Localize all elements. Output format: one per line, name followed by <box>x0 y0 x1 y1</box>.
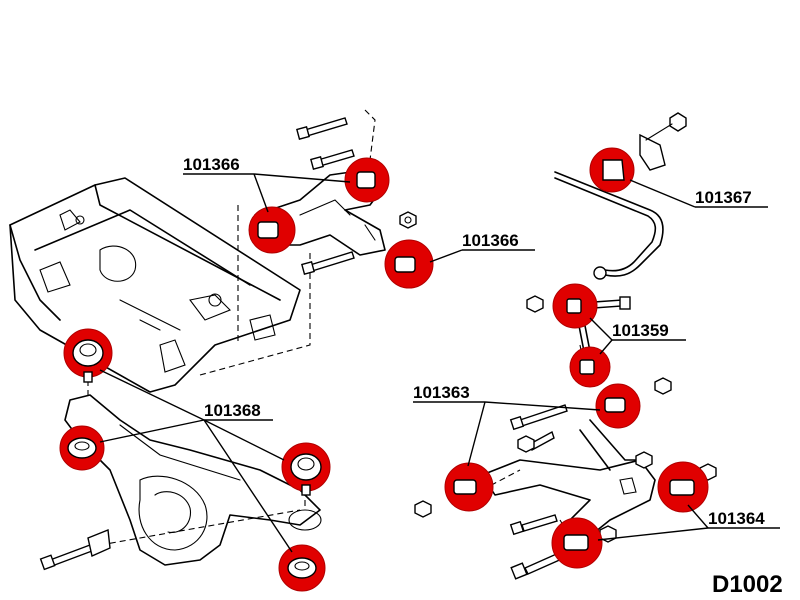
bushing-101368-d <box>278 544 326 592</box>
bushing-101366-c <box>384 239 434 289</box>
bushing-101368-c <box>281 442 331 496</box>
diff-bolt <box>39 529 111 571</box>
bushing-101368-a <box>63 328 113 383</box>
bushing-101363-b <box>444 462 494 512</box>
diagram-code: D1002 <box>712 571 783 598</box>
lower-control-arm <box>481 419 656 541</box>
bushing-101363-a <box>595 383 641 429</box>
bushing-101359-a <box>552 283 598 329</box>
bushing-101364-a <box>657 461 709 513</box>
part-label-101367: 101367 <box>695 188 752 207</box>
stabilizer-bar <box>554 171 664 280</box>
part-label-101366-right: 101366 <box>462 231 519 250</box>
part-label-101359: 101359 <box>612 321 669 340</box>
bushing-101359-b <box>569 346 611 388</box>
assembly-guide-lines <box>87 109 584 546</box>
part-label-101364: 101364 <box>708 509 765 528</box>
bolt-top-3 <box>301 251 355 275</box>
bushing-101366-b <box>248 206 296 254</box>
part-label-101366-top: 101366 <box>183 155 240 174</box>
stabilizer-bracket <box>639 112 687 171</box>
nut-top <box>399 211 417 229</box>
bushing-101364-b <box>551 517 603 569</box>
part-label-101363: 101363 <box>413 383 470 402</box>
bolt-top-1 <box>296 117 348 140</box>
bushing-101368-b <box>59 425 105 471</box>
bolt-top-2 <box>310 149 355 170</box>
upper-arm-bracket <box>254 169 386 256</box>
bushing-101366-a <box>344 157 390 203</box>
part-label-101368: 101368 <box>204 401 261 420</box>
rear-subframe <box>9 177 301 393</box>
bushing-101367 <box>589 147 635 193</box>
leader-lines <box>99 173 780 553</box>
